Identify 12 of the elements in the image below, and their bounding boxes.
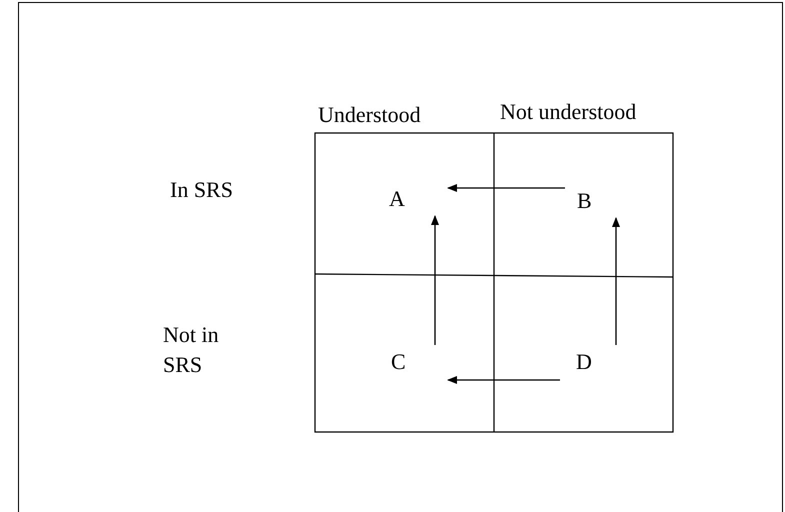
arrow [447,376,560,384]
arrow [612,217,620,345]
axis-label: In SRS [170,176,234,204]
axis-label: Not understood [500,98,638,126]
quadrant-letter: D [576,349,592,374]
arrow [447,184,565,192]
quadrant-letter: C [391,349,406,374]
axis-label: Understood [318,101,422,129]
arrow [431,215,439,345]
axis-label: Not in SRS [163,321,220,379]
quadrant-letter: A [389,186,405,211]
quadrant-letter: B [577,188,592,213]
